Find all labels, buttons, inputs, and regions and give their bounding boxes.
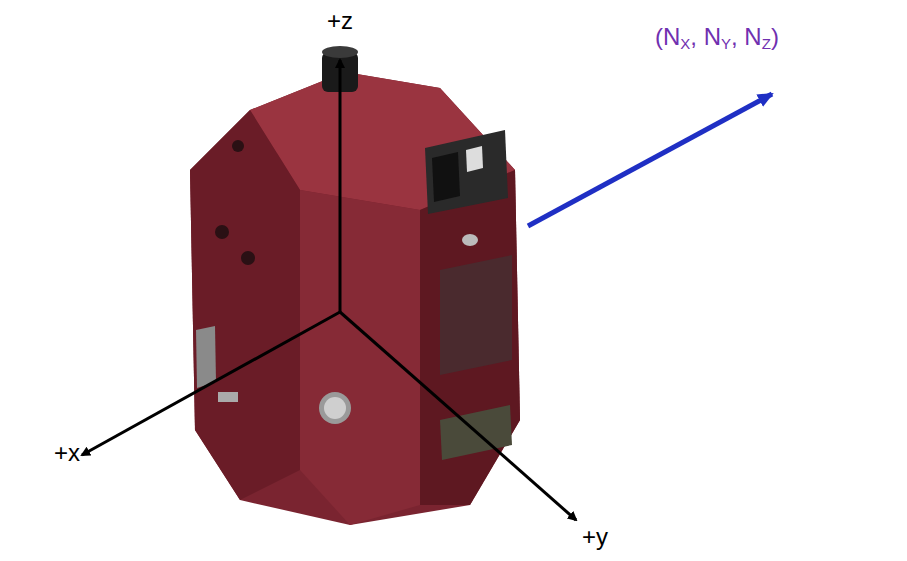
- vector-label: (NX, NY, NZ): [655, 24, 779, 50]
- axis-label: +x: [54, 440, 80, 466]
- axis-label: +z: [327, 8, 353, 34]
- axis-label: +y: [582, 524, 608, 550]
